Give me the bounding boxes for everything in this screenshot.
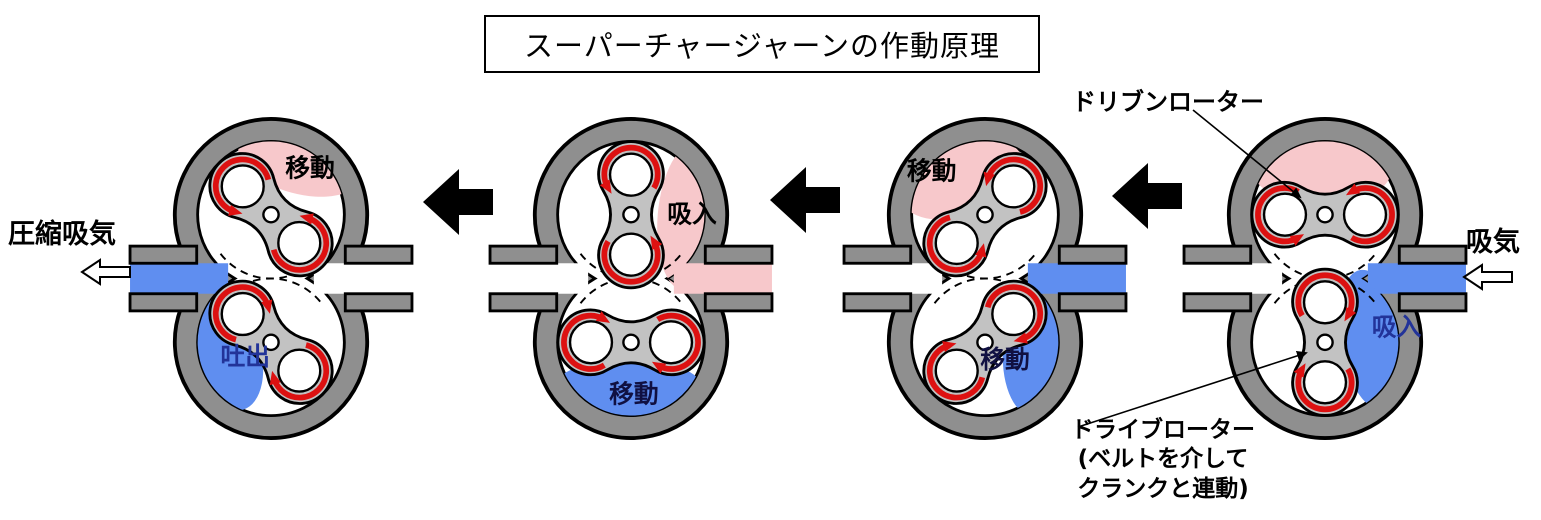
right-duct-channel — [1027, 263, 1126, 294]
stage-4-diagram: 移動 吐出 — [128, 117, 414, 440]
label-suction: 吸入 — [1372, 313, 1422, 342]
left-duct-channel — [1184, 263, 1283, 294]
flow-arrow-left-icon — [770, 167, 840, 233]
diagram-title: スーパーチャージャーンの作動原理 — [484, 15, 1040, 73]
drive-rotor-label-line2: (ベルトを介して — [1077, 446, 1249, 473]
drive-rotor-label-line3: クランクと連動) — [1077, 475, 1249, 502]
left-duct-channel — [490, 263, 589, 294]
right-duct-channel — [1367, 263, 1466, 294]
label-move-top: 移動 — [907, 156, 957, 185]
label-suction: 吸入 — [667, 199, 717, 228]
compressed-air-arrow-icon — [81, 259, 131, 285]
right-duct-channel — [313, 263, 412, 294]
left-duct-channel — [130, 263, 229, 294]
intake-label: 吸気 — [1466, 227, 1520, 258]
label-move: 移動 — [285, 154, 335, 183]
flow-arrow-left-icon — [423, 169, 493, 235]
stage-1-diagram: 吸入 — [1182, 117, 1468, 440]
stage-3-diagram: 吸入 移動 — [488, 117, 774, 440]
right-duct-channel — [673, 263, 772, 294]
left-duct-channel — [844, 263, 943, 294]
compressed-intake-label: 圧縮吸気 — [8, 219, 116, 250]
flow-arrow-left-icon — [1112, 163, 1182, 229]
label-discharge: 吐出 — [221, 342, 271, 371]
drive-rotor-label: ドライブローター (ベルトを介して クランクと連動) — [1046, 416, 1280, 504]
stage-2-diagram: 移動 移動 — [842, 117, 1128, 440]
label-move: 移動 — [609, 379, 659, 408]
driven-rotor-label: ドリブンローター — [1072, 88, 1264, 116]
intake-air-arrow-icon — [1463, 264, 1513, 290]
label-move-bottom: 移動 — [980, 345, 1030, 374]
drive-rotor-label-line1: ドライブローター — [1071, 417, 1255, 443]
